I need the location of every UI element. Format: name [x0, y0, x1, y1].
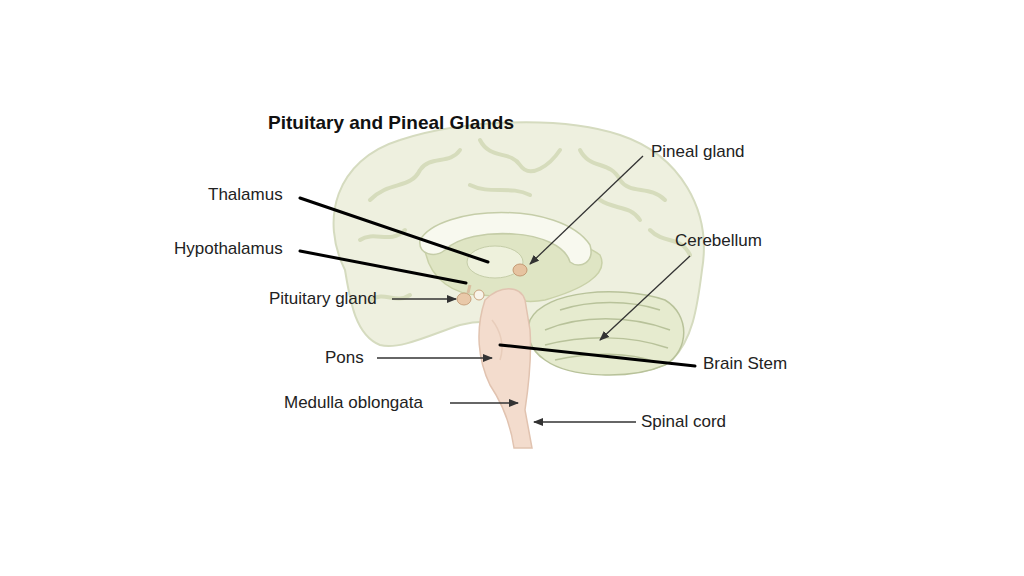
structure-label: Pons [325, 348, 364, 368]
structure-label: Hypothalamus [174, 239, 283, 259]
structure-label: Medulla oblongata [284, 393, 423, 413]
structure-label: Spinal cord [641, 412, 726, 432]
structure-label: Brain Stem [703, 354, 787, 374]
diagram-title: Pituitary and Pineal Glands [268, 112, 514, 134]
gland-label: Pituitary gland [269, 289, 377, 309]
gland-label: Pineal gland [651, 142, 745, 162]
structure-label: Thalamus [208, 185, 283, 205]
structure-label: Cerebellum [675, 231, 762, 251]
